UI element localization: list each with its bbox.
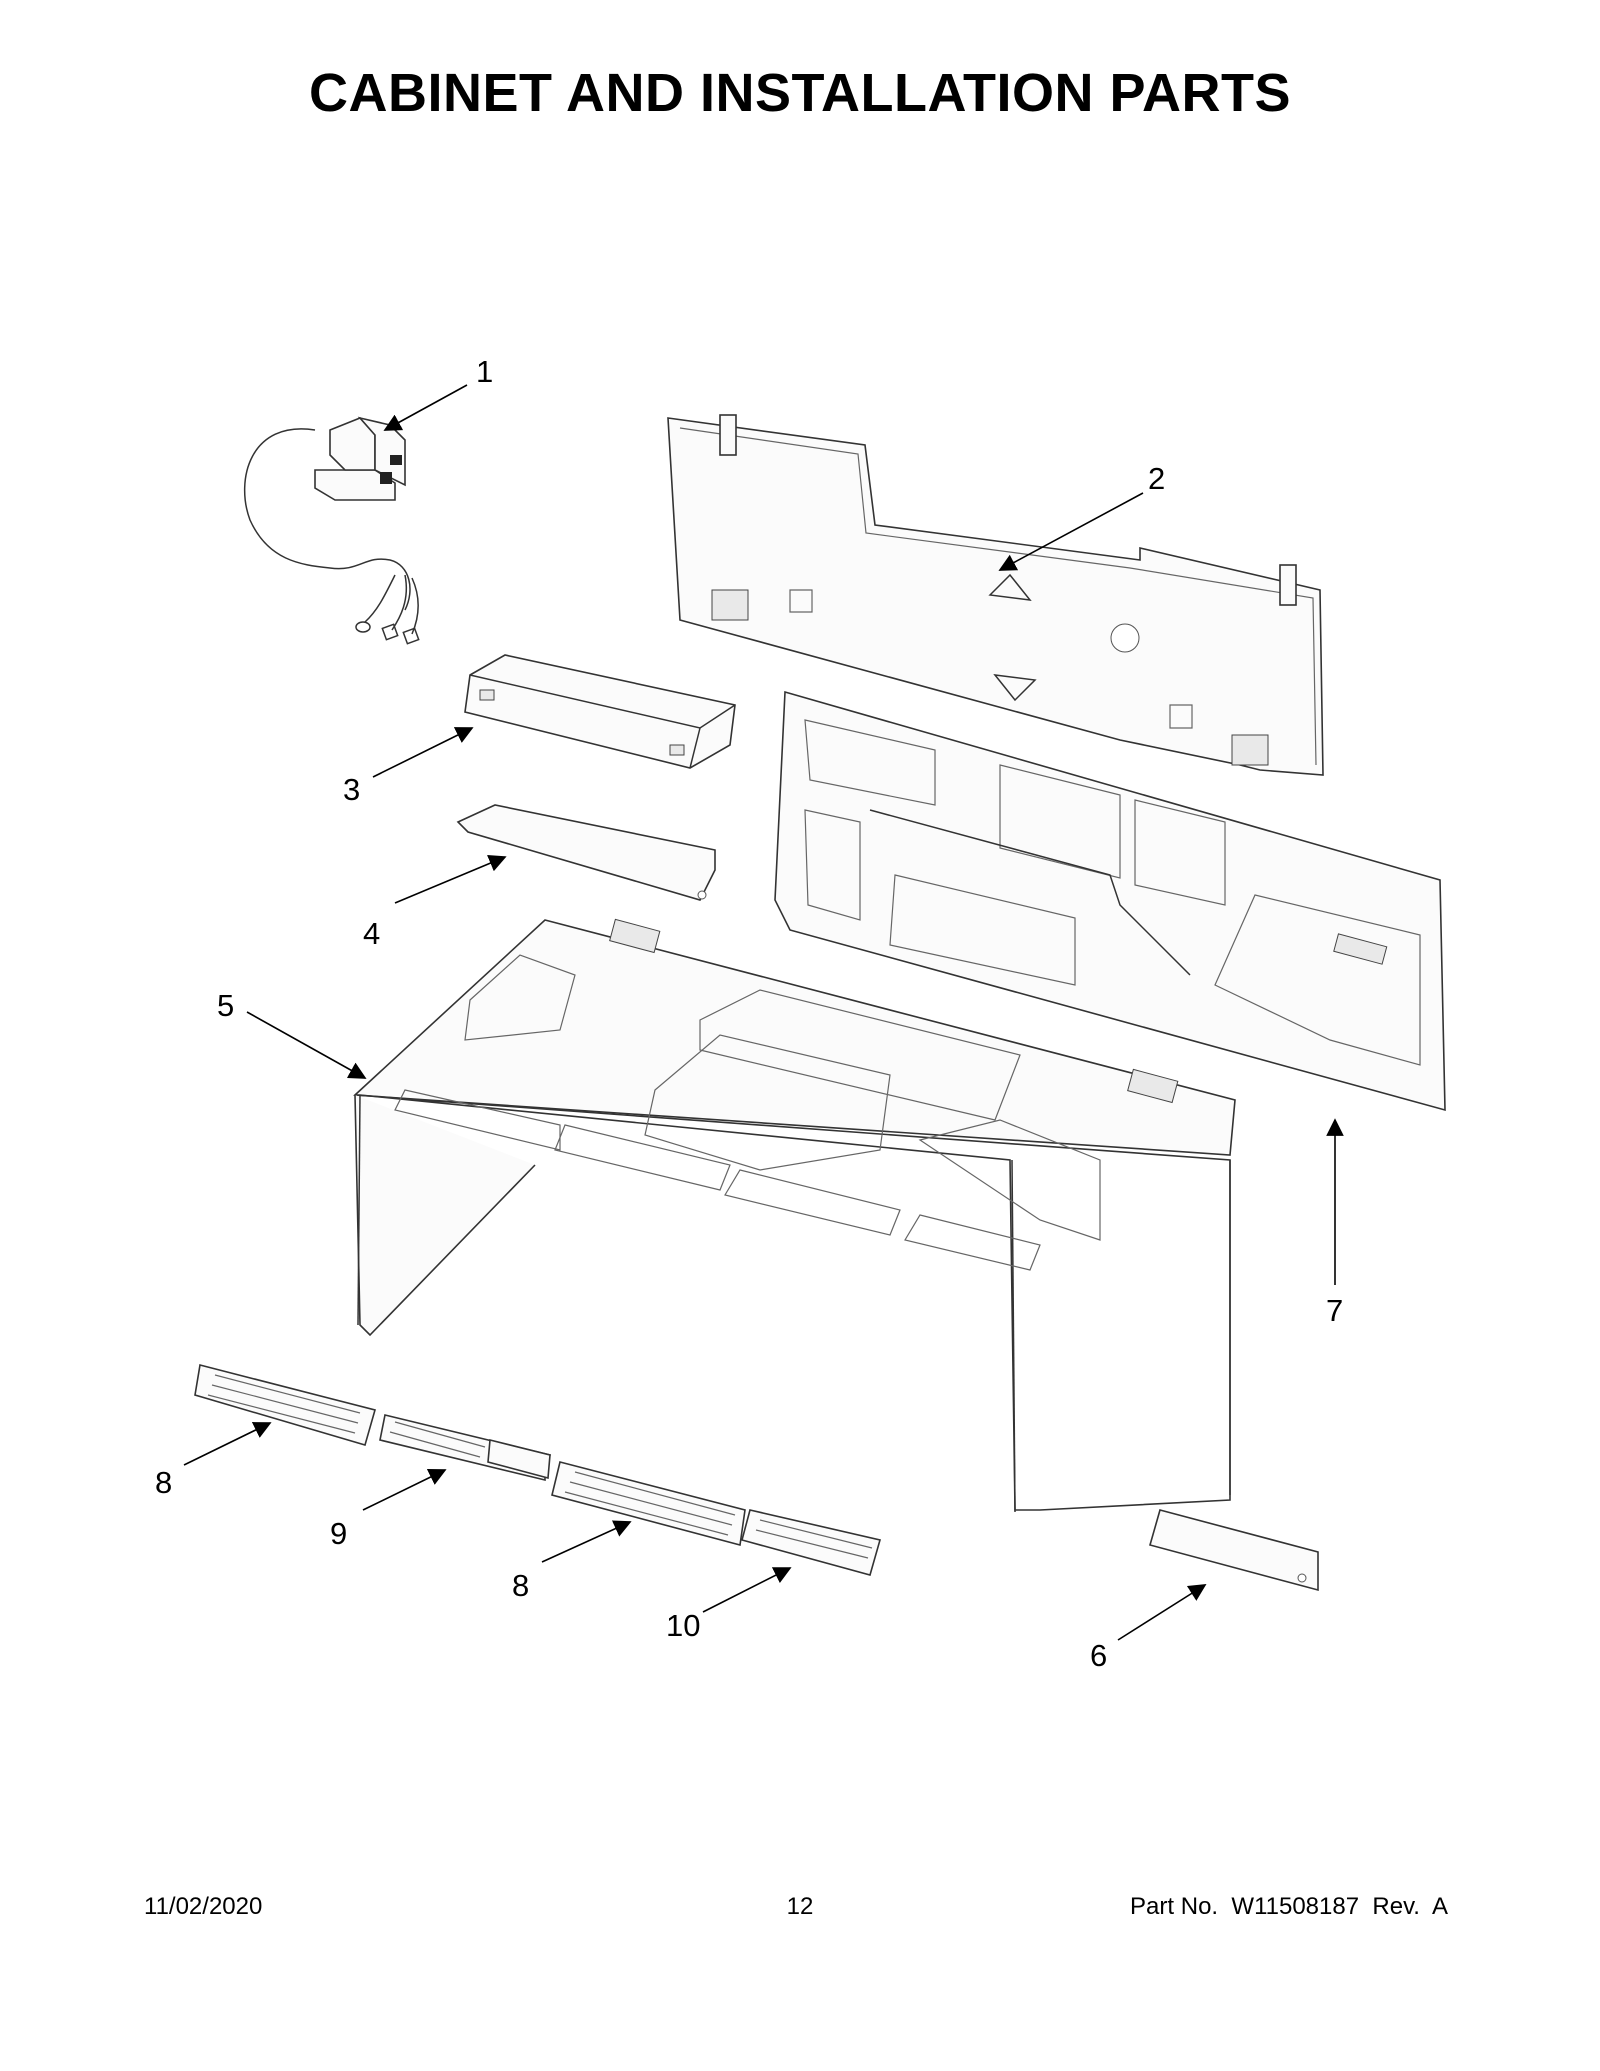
grille-part [551,1461,746,1547]
callout-number: 10 [666,1608,700,1643]
insulation-sheet-part [456,804,716,901]
leader-arrow-8a [183,1422,272,1466]
small-grille-part [741,1509,882,1576]
cabinet-wrapper-part [353,918,1236,1513]
callout-number: 7 [1326,1293,1343,1328]
leader-arrow-9 [362,1469,447,1511]
callout-number: 8 [512,1568,529,1603]
mounting-plate-part [667,414,1324,776]
page-title: CABINET AND INSTALLATION PARTS [309,63,1291,123]
leader-arrow-5 [246,1011,367,1079]
grille-part [194,1364,376,1446]
callout-number: 3 [343,772,360,807]
back-panel-part [774,690,1446,1112]
callout-labels: 1 2 3 4 5 6 7 8 9 8 10 [155,354,1343,1673]
callout-number: 4 [363,916,380,951]
callout-number: 5 [217,988,234,1023]
footer-date: 11/02/2020 [144,1893,263,1920]
callout-number: 1 [476,354,493,389]
leader-arrow-4 [394,854,507,904]
leader-arrow-3 [372,727,474,778]
leader-arrow-1 [383,384,468,431]
leader-arrow-2 [998,492,1144,571]
bracket-part [464,654,736,769]
callout-number: 6 [1090,1638,1107,1673]
power-cord-part [243,416,420,645]
callout-number: 2 [1148,461,1165,496]
leader-arrow-10 [702,1567,792,1613]
leader-lines [183,384,1344,1641]
leader-arrow-8b [541,1520,632,1563]
cover-plate-part [1149,1509,1319,1592]
leader-arrow-6 [1117,1584,1207,1641]
footer-part-number: Part No. W11508187 Rev. A [1130,1893,1448,1920]
callout-number: 9 [330,1516,347,1551]
grille-panel-part [379,1414,551,1482]
footer-page-number: 12 [786,1893,814,1920]
callout-number: 8 [155,1465,172,1500]
